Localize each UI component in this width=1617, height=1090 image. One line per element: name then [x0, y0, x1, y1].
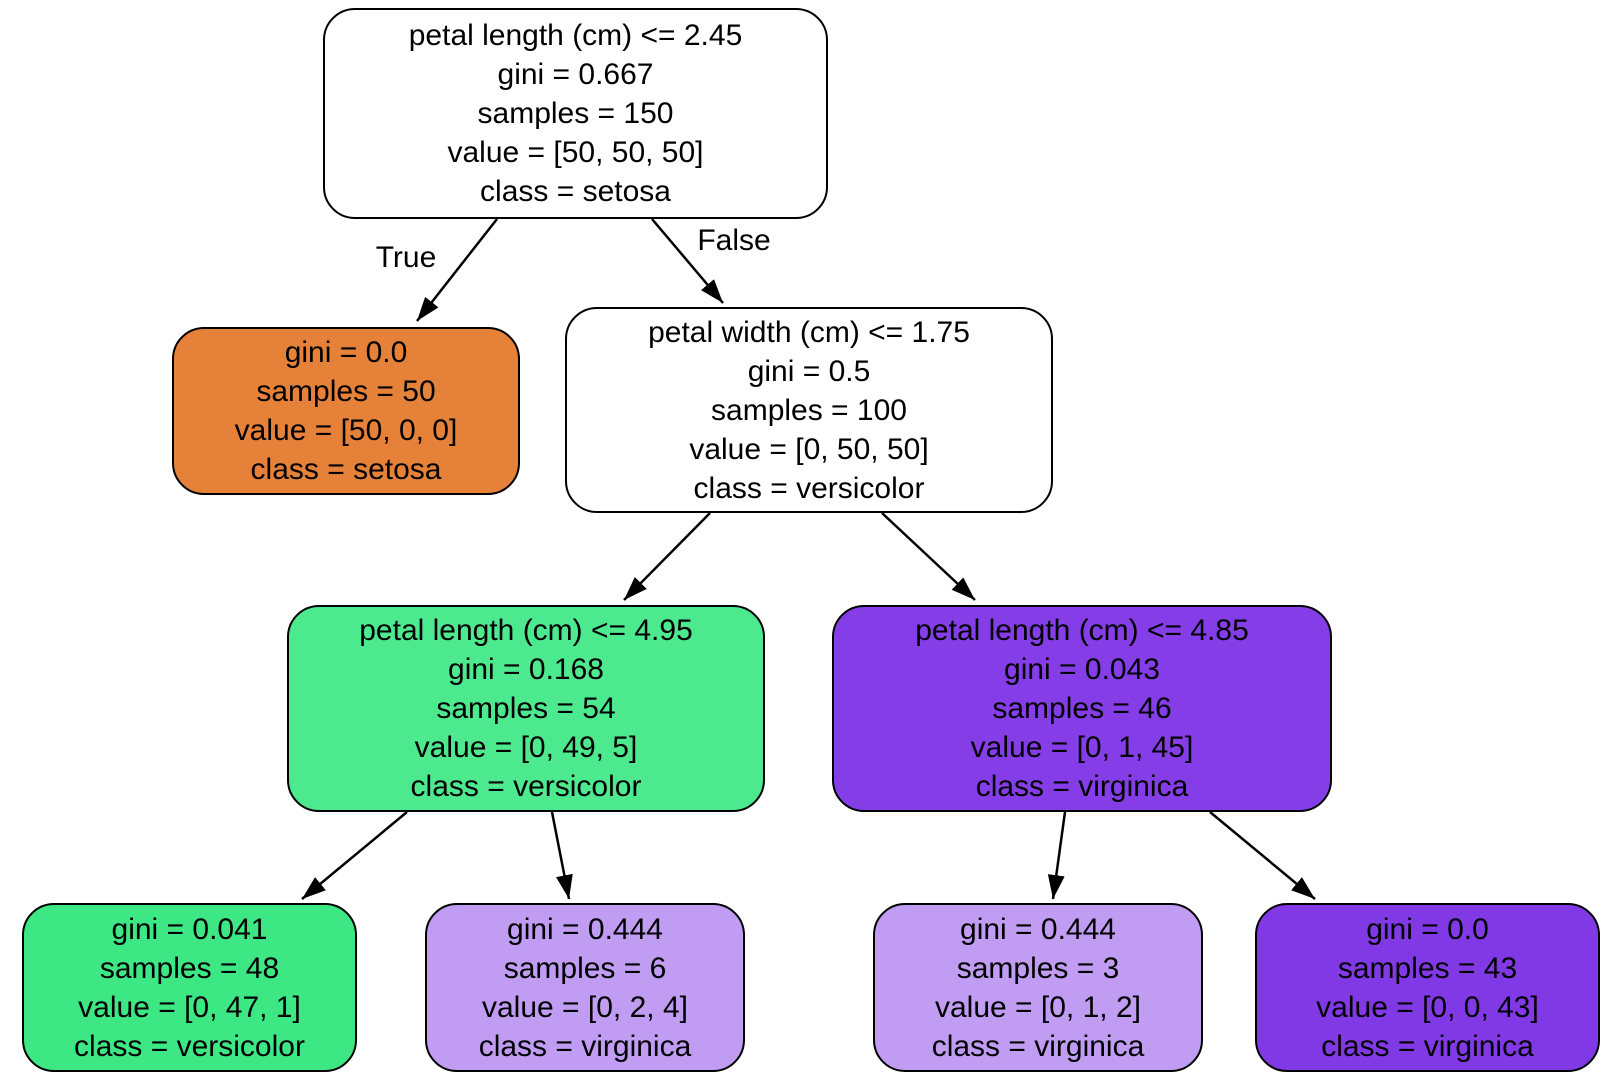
- node-condition: petal width (cm) <= 1.75: [648, 315, 970, 349]
- node-gini: gini = 0.5: [747, 354, 871, 388]
- leaf-virginica-samples-3: gini = 0.444 samples = 3 value = [0, 1, …: [873, 903, 1203, 1072]
- node-gini: gini = 0.041: [111, 912, 268, 946]
- node-value: value = [50, 50, 50]: [447, 136, 704, 169]
- leaf-setosa: gini = 0.0 samples = 50 value = [50, 0, …: [172, 327, 520, 495]
- node-class: class = virginica: [478, 1029, 692, 1063]
- node-samples: samples = 150: [477, 97, 674, 130]
- leaf-virginica-pure: gini = 0.0 samples = 43 value = [0, 0, 4…: [1255, 903, 1600, 1072]
- node-samples: samples = 6: [503, 951, 667, 985]
- node-gini: gini = 0.444: [507, 912, 663, 946]
- edge-petal-width-to-green-node: [623, 512, 711, 601]
- node-class: class = virginica: [975, 770, 1189, 803]
- node-value: value = [0, 1, 45]: [970, 731, 1194, 764]
- node-value: value = [0, 1, 2]: [935, 990, 1141, 1024]
- node-gini: gini = 0.0: [284, 336, 408, 369]
- node-class: class = versicolor: [693, 471, 925, 505]
- node-class: class = versicolor: [410, 770, 642, 803]
- node-gini: gini = 0.168: [448, 653, 604, 686]
- edge-purple-node-to-virginica-leaf-43: [1209, 811, 1316, 900]
- node-class: class = versicolor: [74, 1029, 305, 1063]
- node-gini: gini = 0.0: [1366, 912, 1489, 946]
- node-class: class = virginica: [1321, 1029, 1534, 1063]
- node-value: value = [0, 49, 5]: [414, 731, 638, 764]
- node-samples: samples = 46: [992, 692, 1172, 725]
- edge-label-false: False: [697, 224, 771, 257]
- edge-label-true: True: [375, 241, 437, 274]
- node-samples: samples = 54: [436, 692, 616, 725]
- edge-purple-node-to-virginica-leaf-3: [1047, 811, 1067, 900]
- node-samples: samples = 43: [1337, 951, 1518, 985]
- node-condition: petal length (cm) <= 4.85: [915, 614, 1249, 647]
- node-petal-width-175: petal width (cm) <= 1.75 gini = 0.5 samp…: [565, 307, 1053, 513]
- leaf-versicolor: gini = 0.041 samples = 48 value = [0, 47…: [22, 903, 357, 1072]
- edge-green-node-to-versicolor-leaf: [301, 811, 408, 900]
- edge-green-node-to-virginica-leaf-6: [550, 811, 573, 900]
- node-value: value = [0, 0, 43]: [1316, 990, 1539, 1024]
- node-gini: gini = 0.667: [497, 58, 654, 91]
- node-samples: samples = 3: [956, 951, 1120, 985]
- node-class: class = setosa: [480, 175, 671, 208]
- node-root-petal-length-245: petal length (cm) <= 2.45 gini = 0.667 s…: [323, 8, 828, 219]
- edge-petal-width-to-purple-node: [881, 512, 976, 601]
- node-petal-length-485: petal length (cm) <= 4.85 gini = 0.043 s…: [832, 605, 1332, 812]
- node-class: class = setosa: [250, 453, 442, 486]
- node-value: value = [0, 2, 4]: [482, 990, 688, 1024]
- node-value: value = [50, 0, 0]: [234, 414, 458, 447]
- node-gini: gini = 0.043: [1004, 653, 1160, 686]
- node-condition: petal length (cm) <= 4.95: [359, 614, 693, 647]
- node-samples: samples = 100: [711, 393, 907, 427]
- leaf-virginica-samples-6: gini = 0.444 samples = 6 value = [0, 2, …: [425, 903, 745, 1072]
- node-petal-length-495: petal length (cm) <= 4.95 gini = 0.168 s…: [287, 605, 765, 812]
- node-condition: petal length (cm) <= 2.45: [408, 19, 743, 52]
- node-samples: samples = 48: [99, 951, 280, 985]
- edge-root-to-setosa-leaf: [416, 218, 498, 322]
- edge-root-to-petal-width-node: [651, 218, 724, 304]
- node-value: value = [0, 50, 50]: [689, 432, 929, 466]
- node-class: class = virginica: [931, 1029, 1145, 1063]
- node-value: value = [0, 47, 1]: [78, 990, 301, 1024]
- node-gini: gini = 0.444: [960, 912, 1116, 946]
- node-samples: samples = 50: [256, 375, 436, 408]
